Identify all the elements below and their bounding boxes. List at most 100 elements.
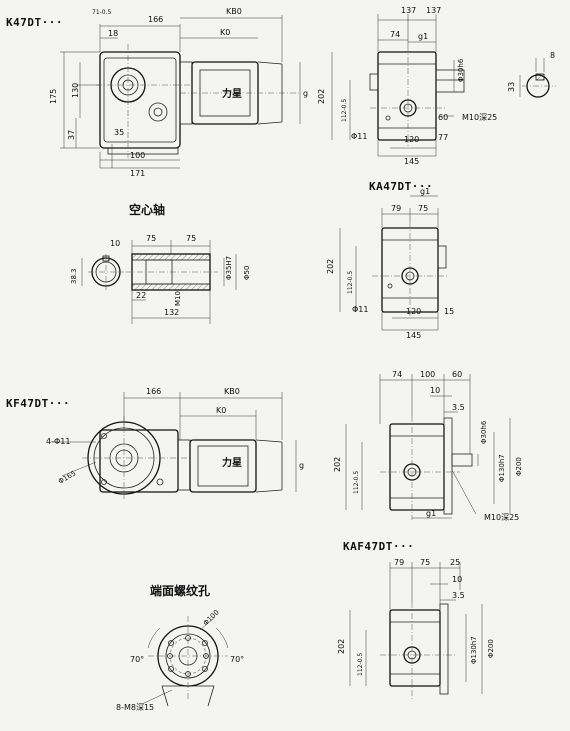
kf47dt-side-dim-10: 10	[430, 386, 440, 395]
k47dt-side-dim-77: 77	[438, 133, 448, 142]
kaf47dt-dim-25: 25	[450, 558, 460, 567]
hollow-shaft-dim-10: 10	[110, 239, 120, 248]
k47dt-side-dimensions	[331, 14, 455, 157]
ka47dt-dim-145: 145	[406, 331, 421, 340]
hollow-shaft-dim-75b: 75	[186, 234, 196, 243]
kaf47dt-dim-d130: Φ130h7	[470, 636, 478, 664]
k47dt-dim-130: 130	[71, 83, 80, 98]
kaf47dt-dim-3.5: 3.5	[452, 591, 465, 600]
hollow-shaft-dim-m10: M10	[174, 291, 182, 306]
kaf47dt-dim-112: 112-0.5	[357, 653, 364, 676]
kaf47dt-dim-79: 79	[394, 558, 404, 567]
title-kf47dt: KF47DT···	[6, 397, 71, 410]
kaf47dt-dimensions	[349, 562, 483, 694]
kf47dt-dim-4-d11: 4-Φ11	[46, 437, 70, 446]
hollow-shaft-dim-38: 38.3	[70, 268, 78, 284]
k47dt-logo: 力星	[222, 87, 242, 100]
ka47dt-dim-120: 120	[406, 307, 421, 316]
k47dt-side-view	[369, 46, 465, 146]
kf47dt-front-view	[82, 416, 283, 500]
kf47dt-dim-166: 166	[146, 387, 161, 396]
k47dt-dim-k0: K0	[220, 28, 230, 37]
kaf47dt-side-view	[380, 602, 456, 700]
title-kaf47dt: KAF47DT···	[343, 540, 415, 553]
kf47dt-side-dim-202: 202	[333, 457, 342, 472]
flange-dim-70a: 70°	[130, 655, 144, 664]
kf47dt-side-dim-m10: M10深25	[484, 513, 519, 522]
k47dt-dim-35: 35	[114, 128, 124, 137]
kf47dt-side-dimensions	[345, 374, 511, 519]
kaf47dt-dim-d200: Φ200	[487, 639, 495, 658]
k47dt-side-dim-m10: M10深25	[462, 113, 497, 122]
kf47dt-dim-d165: Φ165	[57, 469, 77, 485]
k47dt-dim-37: 37	[67, 130, 76, 140]
k47dt-dimensions	[60, 15, 301, 169]
k47dt-dim-166: 166	[148, 15, 163, 24]
k47dt-dim-kb0: KB0	[226, 7, 242, 16]
kf47dt-dim-k0: K0	[216, 406, 226, 415]
kf47dt-side-dim-3.5: 3.5	[452, 403, 465, 412]
title-ka47dt: KA47DT···	[369, 180, 434, 193]
kf47dt-side-dim-100: 100	[420, 370, 435, 379]
kf47dt-side-dim-d130: Φ130h7	[498, 454, 506, 482]
title-hollow-shaft: 空心轴	[129, 203, 166, 217]
hollow-shaft-dim-132: 132	[164, 308, 179, 317]
ka47dt-dim-202: 202	[326, 259, 335, 274]
ka47dt-dim-112: 112-0.5	[347, 271, 354, 294]
kf47dt-side-dim-60: 60	[452, 370, 462, 379]
kf47dt-dim-g: g	[299, 461, 304, 470]
ka47dt-dim-79: 79	[391, 204, 401, 213]
k47dt-dim-18: 18	[108, 29, 118, 38]
k47dt-side-dim-d11: Φ11	[351, 132, 367, 141]
k47dt-dim-100: 100	[130, 151, 145, 160]
kaf47dt-dim-10: 10	[452, 575, 462, 584]
hollow-shaft-dimensions	[81, 240, 237, 324]
title-k47dt: K47DT···	[6, 16, 63, 29]
kf47dt-dim-kb0: KB0	[224, 387, 240, 396]
k47dt-dim-175: 175	[49, 89, 58, 104]
k47dt-side-dim-74: 74	[390, 30, 400, 39]
k47dt-side-dim-d30: Φ30h6	[457, 58, 465, 82]
k47dt-dim-71: 71-0.5	[92, 9, 112, 16]
k47dt-side-dim-120: 120	[404, 135, 419, 144]
kf47dt-side-view	[380, 416, 473, 520]
k47dt-dim-171: 171	[130, 169, 145, 178]
k47dt-side-dim-145: 145	[404, 157, 419, 166]
kf47dt-side-dim-112: 112-0.5	[353, 471, 360, 494]
k47dt-side-dim-112: 112-0.5	[341, 99, 348, 122]
kf47dt-side-dim-g1: g1	[426, 509, 436, 518]
k47dt-side-dim-60: 60	[438, 113, 448, 122]
k47dt-side-dim-137b: 137	[426, 6, 441, 15]
key-section-view	[519, 58, 556, 98]
ka47dt-dim-d11: Φ11	[352, 305, 368, 314]
k47dt-side-dim-137a: 137	[401, 6, 416, 15]
key-dim-33: 33	[507, 82, 516, 92]
ka47dt-side-view	[372, 222, 448, 318]
kaf47dt-dim-202: 202	[337, 639, 346, 654]
kaf47dt-dim-75: 75	[420, 558, 430, 567]
ka47dt-dim-75: 75	[418, 204, 428, 213]
flange-holes-view	[141, 616, 229, 707]
hollow-shaft-view	[88, 253, 218, 291]
k47dt-side-dim-202: 202	[317, 89, 326, 104]
hollow-shaft-dim-75a: 75	[146, 234, 156, 243]
k47dt-dim-g: g	[303, 89, 308, 98]
flange-dim-8-m8: 8-M8深15	[116, 703, 154, 712]
flange-dim-d100: Φ100	[202, 608, 221, 627]
k47dt-front-view	[96, 44, 300, 158]
k47dt-side-dim-g1: g1	[418, 32, 428, 41]
ka47dt-dim-15: 15	[444, 307, 454, 316]
ka47dt-dimensions	[339, 195, 439, 331]
title-flange-holes: 端面螺纹孔	[150, 584, 211, 598]
kf47dt-side-dim-74: 74	[392, 370, 402, 379]
kf47dt-side-dim-d200: Φ200	[515, 457, 523, 476]
kf47dt-logo: 力星	[222, 456, 242, 469]
hollow-shaft-dim-d35: Φ35H7	[225, 256, 233, 280]
hollow-shaft-dim-d50: Φ50	[243, 266, 251, 280]
hollow-shaft-dim-22: 22	[136, 291, 146, 300]
ka47dt-dim-g1: g1	[420, 187, 430, 196]
kf47dt-side-dim-d30: Φ30h6	[480, 420, 488, 444]
flange-dim-70b: 70°	[230, 655, 244, 664]
